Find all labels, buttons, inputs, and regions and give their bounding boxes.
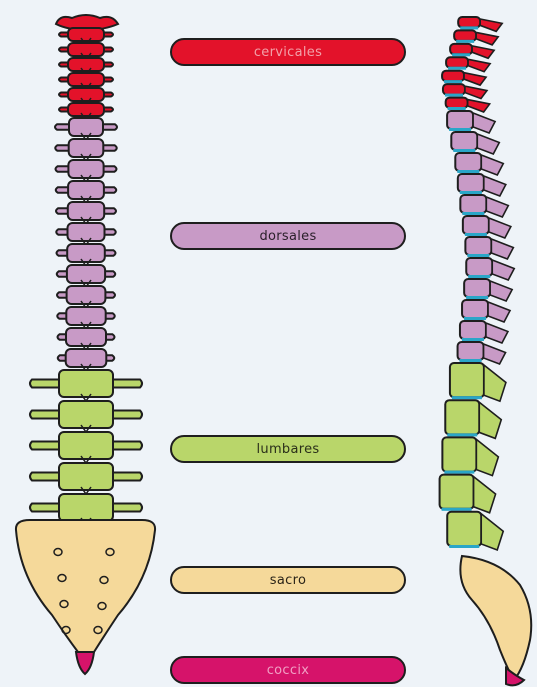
side-thoracic-vertebra bbox=[466, 258, 492, 276]
side-sacrum bbox=[460, 556, 531, 680]
side-spinous-process bbox=[490, 281, 512, 301]
side-spinous-process bbox=[476, 32, 498, 44]
side-cervical-vertebra bbox=[446, 98, 468, 108]
side-thoracic-vertebra bbox=[464, 279, 490, 297]
side-disc bbox=[448, 67, 466, 70]
side-cervical-vertebra bbox=[446, 57, 468, 67]
side-spinous-process bbox=[465, 86, 487, 98]
side-lumbar-vertebra bbox=[447, 512, 481, 546]
side-cervical-vertebra bbox=[458, 17, 480, 27]
side-spinous-process bbox=[481, 155, 503, 175]
side-spinous-process bbox=[484, 365, 506, 401]
label-cervicales: cervicales bbox=[170, 38, 406, 66]
side-disc bbox=[452, 396, 482, 399]
side-disc bbox=[460, 26, 478, 29]
side-disc bbox=[462, 338, 484, 341]
side-thoracic-vertebra bbox=[462, 300, 488, 318]
side-thoracic-vertebra bbox=[451, 132, 477, 150]
side-spinous-process bbox=[481, 514, 503, 550]
side-thoracic-vertebra bbox=[447, 111, 473, 129]
side-spinous-process bbox=[480, 19, 502, 31]
side-lumbar-vertebra bbox=[450, 363, 484, 397]
side-disc bbox=[442, 508, 472, 511]
side-spinous-process bbox=[477, 134, 499, 154]
label-lumbares: lumbares bbox=[170, 435, 406, 463]
side-disc bbox=[466, 296, 488, 299]
side-disc bbox=[449, 128, 471, 131]
side-disc bbox=[460, 359, 482, 362]
side-thoracic-vertebra bbox=[458, 342, 484, 360]
label-coccix: coccix bbox=[170, 656, 406, 684]
side-disc bbox=[464, 317, 486, 320]
side-disc bbox=[457, 170, 479, 173]
side-disc bbox=[449, 545, 479, 548]
side-spinous-process bbox=[484, 344, 506, 364]
side-cervical-vertebra bbox=[450, 44, 472, 54]
side-spinous-process bbox=[472, 46, 494, 58]
side-thoracic-vertebra bbox=[458, 174, 484, 192]
side-thoracic-vertebra bbox=[465, 237, 491, 255]
side-disc bbox=[452, 53, 470, 56]
side-thoracic-vertebra bbox=[455, 153, 481, 171]
side-disc bbox=[465, 233, 487, 236]
side-disc bbox=[468, 275, 490, 278]
side-spinous-process bbox=[492, 260, 514, 280]
label-sacro: sacro bbox=[170, 566, 406, 594]
side-lumbar-vertebra bbox=[445, 400, 479, 434]
side-spinous-process bbox=[464, 73, 486, 85]
side-disc bbox=[467, 254, 489, 257]
side-spinous-process bbox=[468, 59, 490, 71]
side-disc bbox=[445, 94, 463, 97]
side-disc bbox=[444, 80, 462, 83]
side-cervical-vertebra bbox=[454, 30, 476, 40]
side-spinous-process bbox=[488, 302, 510, 322]
side-spinous-process bbox=[474, 477, 496, 513]
side-spinous-process bbox=[489, 218, 511, 238]
side-cervical-vertebra bbox=[442, 71, 464, 81]
side-disc bbox=[462, 212, 484, 215]
side-spinous-process bbox=[479, 402, 501, 438]
side-disc bbox=[448, 107, 466, 110]
side-disc bbox=[453, 149, 475, 152]
side-spinous-process bbox=[473, 113, 495, 133]
side-spinous-process bbox=[484, 176, 506, 196]
side-spinous-process bbox=[486, 323, 508, 343]
side-thoracic-vertebra bbox=[460, 321, 486, 339]
side-spinous-process bbox=[476, 439, 498, 475]
side-thoracic-vertebra bbox=[460, 195, 486, 213]
side-disc bbox=[456, 40, 474, 43]
side-disc bbox=[447, 433, 477, 436]
side-disc bbox=[460, 191, 482, 194]
side-thoracic-vertebra bbox=[463, 216, 489, 234]
label-dorsales: dorsales bbox=[170, 222, 406, 250]
side-lumbar-vertebra bbox=[442, 437, 476, 471]
side-lumbar-vertebra bbox=[440, 475, 474, 509]
side-cervical-vertebra bbox=[443, 84, 465, 94]
side-spinous-process bbox=[486, 197, 508, 217]
side-disc bbox=[444, 471, 474, 474]
side-spinous-process bbox=[468, 100, 490, 112]
side-spinous-process bbox=[491, 239, 513, 259]
